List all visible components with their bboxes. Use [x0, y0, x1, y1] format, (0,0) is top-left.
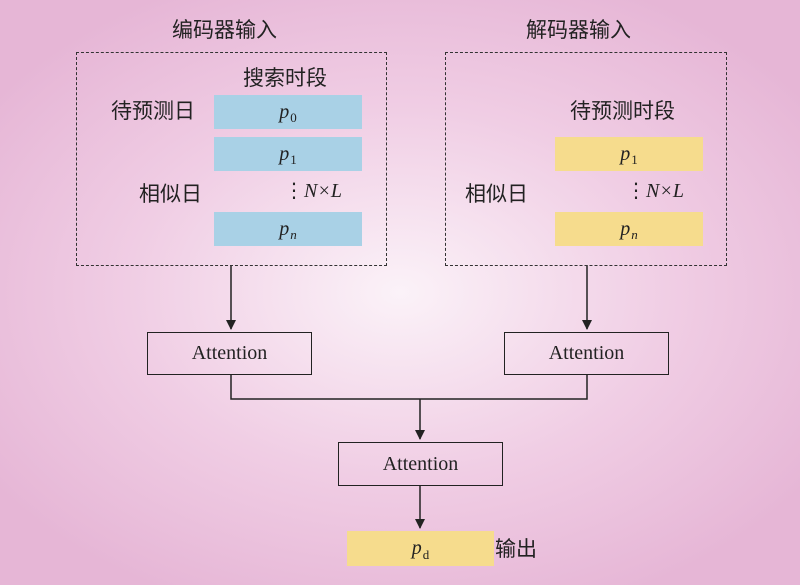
decoder-attention-merge-line [420, 375, 588, 400]
decoder-input-box [445, 52, 727, 266]
decoder-dims-label: N×L [646, 180, 684, 202]
encoder-similar-day-label: 相似日 [139, 182, 202, 206]
encoder-search-period-label: 搜索时段 [243, 66, 327, 90]
output-label: 输出 [495, 537, 537, 561]
token-base: p [279, 100, 290, 123]
token-subscript: d [422, 546, 430, 562]
encoder-input-title: 编码器输入 [172, 18, 277, 42]
merge-attention-block: Attention [338, 442, 503, 486]
token-base: p [411, 537, 422, 559]
token-base: p [279, 142, 290, 165]
token-subscript: 1 [290, 152, 297, 167]
token-base: p [620, 217, 631, 240]
encoder-dims-label: N×L [304, 180, 342, 202]
encoder-attention-merge-line [230, 375, 420, 400]
token-subscript: 0 [290, 110, 297, 125]
encoder-target-day-label: 待预测日 [111, 99, 195, 123]
decoder-attention-block: Attention [504, 332, 669, 375]
token-subscript: 1 [631, 152, 638, 167]
decoder-input-title: 解码器输入 [526, 18, 631, 42]
token-base: p [279, 217, 290, 240]
decoder-ellipsis-icon: ⋮ [626, 178, 646, 202]
encoder-ellipsis-icon: ⋮ [284, 178, 304, 202]
encoder-input-box [76, 52, 387, 266]
encoder-attention-block: Attention [147, 332, 312, 375]
token-subscript: n [631, 227, 638, 242]
decoder-similar-day-label: 相似日 [465, 182, 528, 206]
token-base: p [620, 142, 631, 165]
decoder-target-period-label: 待预测时段 [570, 99, 675, 123]
token-subscript: n [290, 227, 297, 242]
